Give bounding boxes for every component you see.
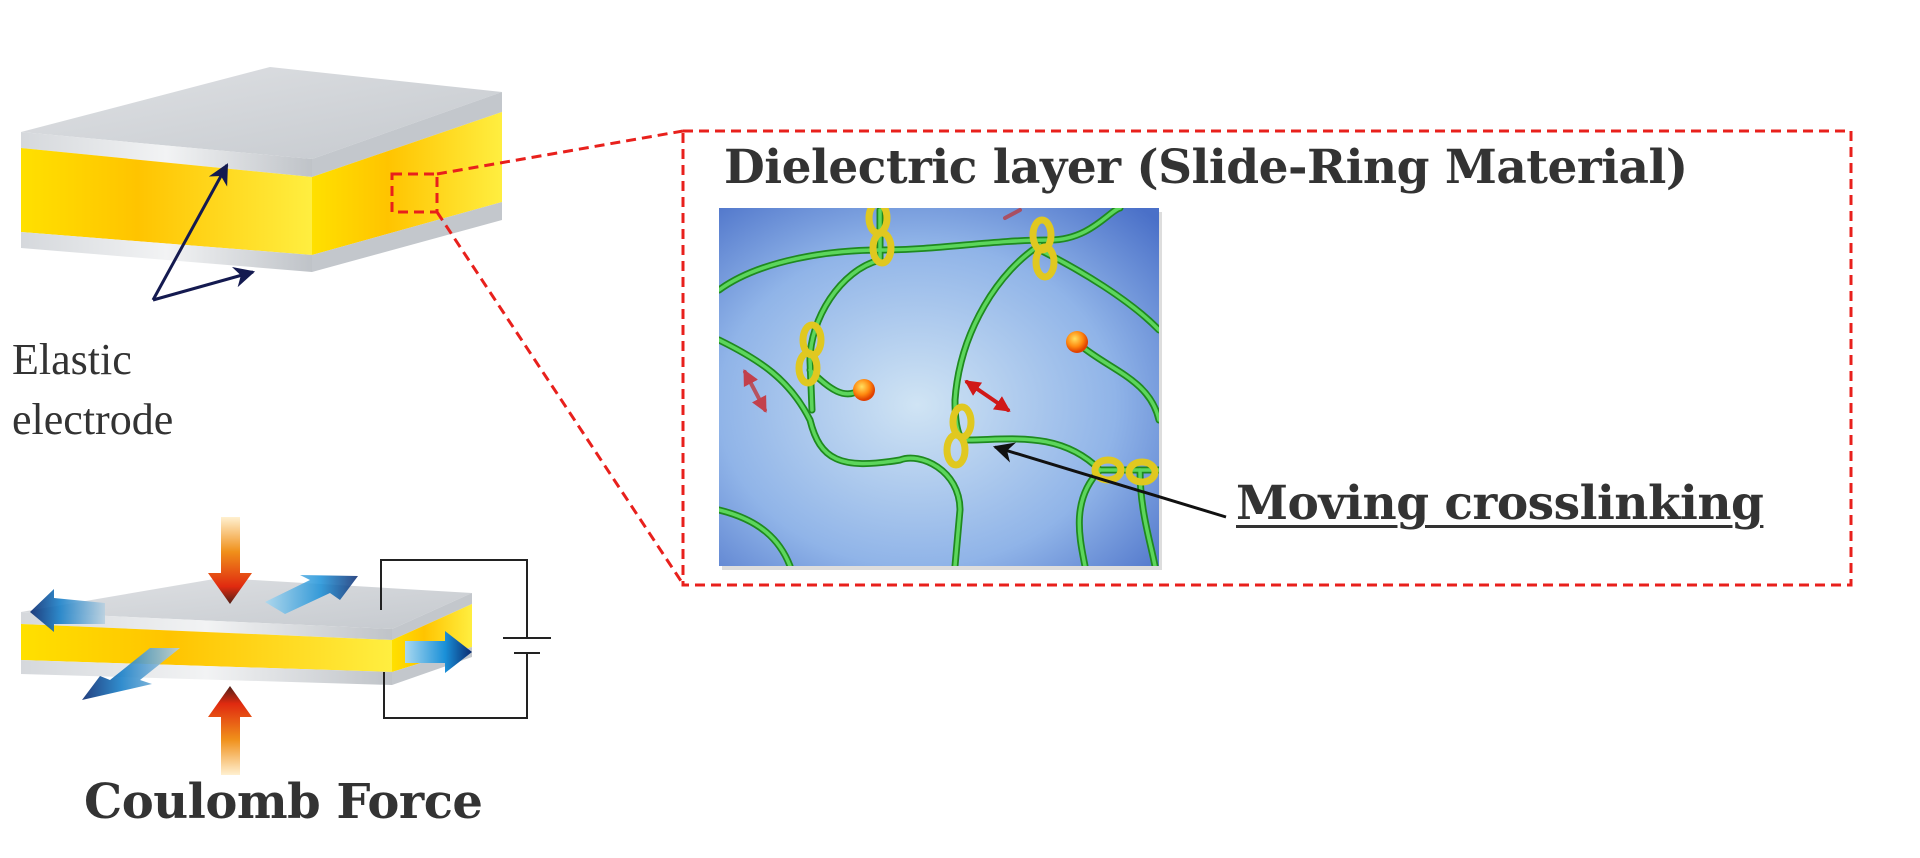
expansion-arrows xyxy=(30,575,472,700)
electrode-pointer-arrow-top xyxy=(151,163,229,301)
zoom-source-square xyxy=(390,172,439,214)
zoom-highlight xyxy=(390,129,1853,587)
expansion-arrow-back xyxy=(265,575,358,614)
slide-ring-network-image xyxy=(719,208,1162,570)
actuator-slab-compressed xyxy=(21,578,472,685)
coulomb-force-arrows xyxy=(208,517,252,775)
expansion-arrow-right xyxy=(405,631,472,673)
zoom-detail-box xyxy=(681,129,1853,587)
coulomb-force-label: Coulomb Force xyxy=(84,774,483,830)
battery-circuit xyxy=(380,559,551,719)
crosslink-pointer-arrow xyxy=(992,442,1227,519)
ring-crosslinks xyxy=(795,208,1159,486)
dielectric-layer-title: Dielectric layer (Slide-Ring Material) xyxy=(724,140,1688,195)
expansion-arrow-front xyxy=(82,648,180,700)
force-arrow-down xyxy=(208,517,252,604)
electrode-pointer-arrow-bottom xyxy=(152,266,256,302)
elastic-electrode-label-line2: electrode xyxy=(12,395,174,444)
force-arrow-up xyxy=(208,686,252,775)
moving-crosslinking-label: Moving crosslinking xyxy=(1236,476,1764,531)
expansion-arrow-left xyxy=(30,589,105,632)
elastic-electrode-label-line1: Elastic xyxy=(12,335,132,384)
actuator-slab-top xyxy=(21,67,502,272)
